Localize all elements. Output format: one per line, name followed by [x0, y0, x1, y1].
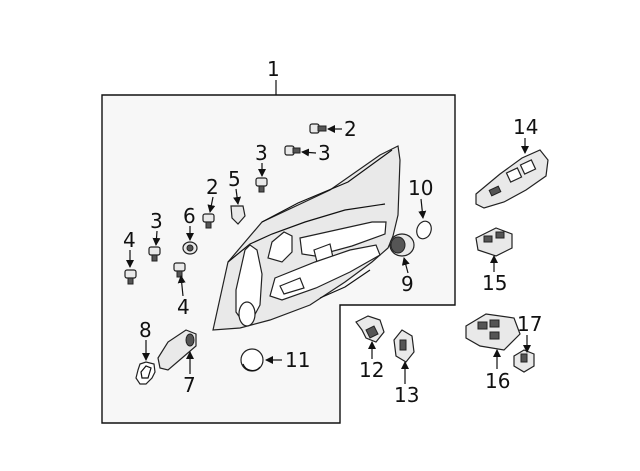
part-7-handle [157, 329, 197, 371]
callout-13: 13 [394, 383, 419, 407]
callout-17: 17 [517, 312, 542, 336]
callout-4-right: 4 [177, 295, 190, 319]
part-8-escutcheon [135, 361, 156, 385]
callout-15: 15 [482, 271, 507, 295]
callout-3-left: 3 [150, 209, 163, 233]
part-3-clip [255, 177, 268, 193]
part-15-switch [475, 227, 513, 257]
part-9-grille [389, 233, 415, 257]
part-3-screw-top [284, 145, 301, 156]
callout-3-top: 3 [318, 141, 331, 165]
leader-lines [126, 80, 531, 384]
callout-7: 7 [183, 373, 196, 397]
part-16-master-switch [465, 313, 521, 351]
door-trim-panel [212, 145, 401, 331]
part-14-switch-panel [475, 149, 549, 209]
callout-14: 14 [513, 115, 538, 139]
callout-4-left: 4 [123, 228, 136, 252]
part-4-clip-left [124, 269, 137, 285]
callout-2-middle: 2 [206, 175, 219, 199]
part-2-clip [202, 213, 215, 229]
callout-2-top: 2 [344, 117, 357, 141]
part-3-clip-left [148, 246, 161, 262]
callout-1: 1 [267, 57, 280, 81]
part-2-screw-top [309, 123, 327, 134]
callout-5: 5 [228, 167, 241, 191]
callout-12: 12 [359, 358, 384, 382]
part-12-clip [355, 315, 385, 343]
callout-11: 11 [285, 348, 310, 372]
part-17-switch [513, 349, 535, 373]
part-6-grommet [182, 241, 198, 255]
callout-9: 9 [401, 272, 414, 296]
part-11-plug [240, 348, 264, 372]
part-4-clip-right [173, 262, 186, 278]
callout-8: 8 [139, 318, 152, 342]
callout-10: 10 [408, 176, 433, 200]
part-5-bracket [230, 205, 246, 225]
part-10-cap [416, 220, 432, 240]
part-13-switch [393, 329, 415, 363]
callout-6: 6 [183, 204, 196, 228]
callout-3-middle: 3 [255, 141, 268, 165]
callout-16: 16 [485, 369, 510, 393]
